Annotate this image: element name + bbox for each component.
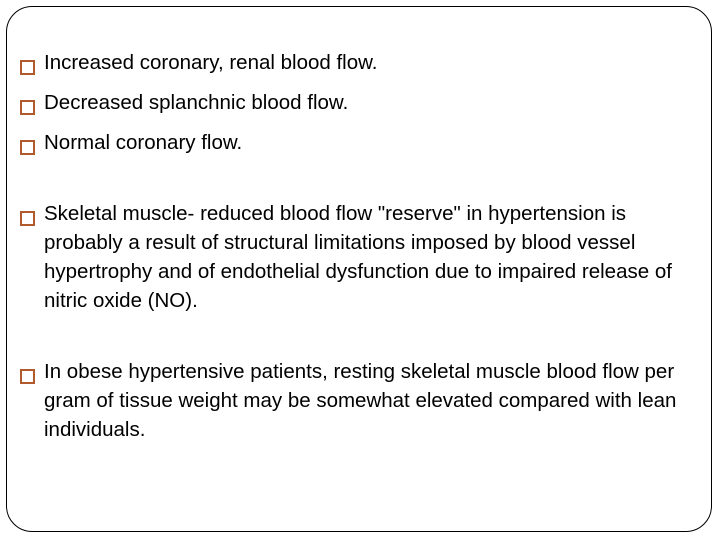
list-item-label: Normal coronary flow. — [44, 131, 243, 154]
hollow-square-bullet-icon — [20, 369, 35, 384]
bullet-group-blood-flow-changes: Increased coronary, renal blood flow. De… — [20, 48, 692, 157]
list-item: Skeletal muscle- reduced blood flow "res… — [20, 199, 692, 315]
hollow-square-bullet-icon — [20, 100, 35, 115]
bullet-group-obese-hypertensive-patients: In obese hypertensive patients, resting … — [20, 357, 692, 444]
list-item-label: Increased coronary, renal blood flow. — [44, 51, 378, 74]
hollow-square-bullet-icon — [20, 60, 35, 75]
list-item-label: Skeletal muscle- reduced blood flow "res… — [44, 202, 672, 312]
slide-content: Increased coronary, renal blood flow. De… — [20, 48, 692, 444]
list-item: Increased coronary, renal blood flow. — [20, 48, 692, 77]
list-item-label: Decreased splanchnic blood flow. — [44, 91, 349, 114]
hollow-square-bullet-icon — [20, 211, 35, 226]
list-item: Decreased splanchnic blood flow. — [20, 88, 692, 117]
list-item-label: In obese hypertensive patients, resting … — [44, 360, 677, 441]
list-item: Normal coronary flow. — [20, 128, 692, 157]
bullet-group-skeletal-muscle-reserve: Skeletal muscle- reduced blood flow "res… — [20, 199, 692, 315]
hollow-square-bullet-icon — [20, 140, 35, 155]
list-item: In obese hypertensive patients, resting … — [20, 357, 692, 444]
